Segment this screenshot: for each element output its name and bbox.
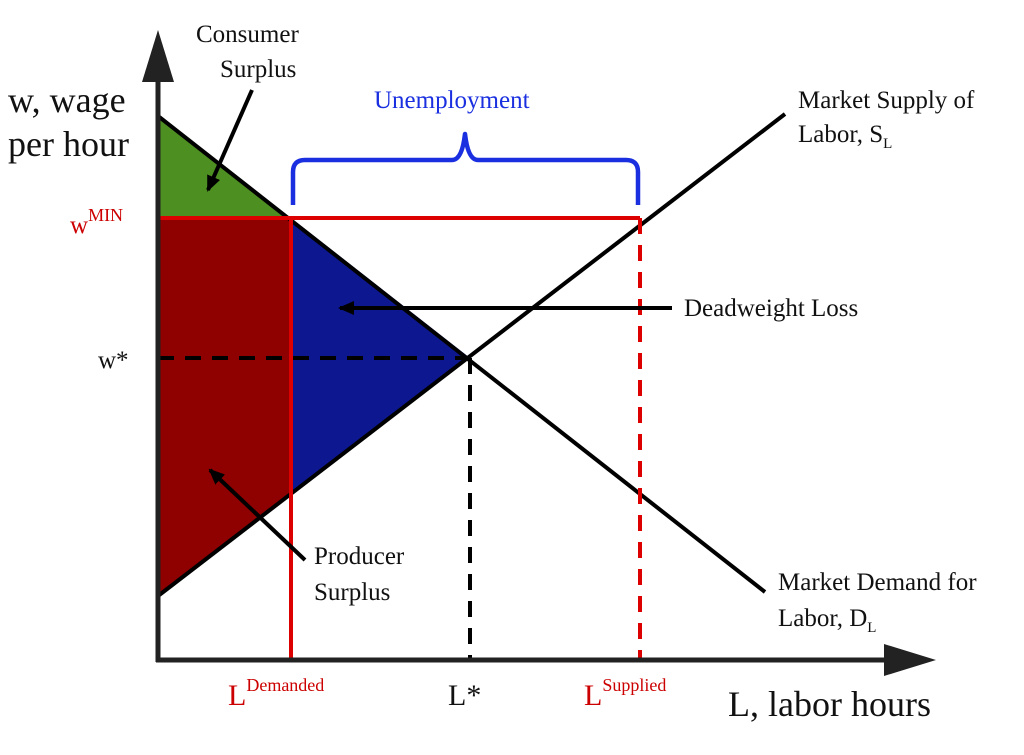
y-axis-label-line1: w, wage	[8, 80, 126, 120]
supply-curve-label-line2: Labor, SL	[798, 121, 892, 152]
ldemanded-base: L	[228, 679, 246, 712]
producer-surplus-label-line1: Producer	[314, 543, 405, 570]
lsupplied-label: LSupplied	[584, 675, 666, 712]
ldemanded-sup: Demanded	[246, 675, 324, 695]
deadweight-loss-area	[291, 218, 470, 492]
producer-surplus-arrow	[208, 468, 307, 562]
wstar-label: w*	[98, 347, 129, 374]
supply-curve	[156, 112, 787, 598]
supply-curve-label-sub: L	[883, 136, 892, 152]
supply-curve-label-line1: Market Supply of	[798, 87, 975, 114]
wmin-sup: MIN	[88, 205, 123, 225]
consumer-surplus-label-line1: Consumer	[196, 21, 299, 48]
lsupplied-sup: Supplied	[602, 675, 666, 695]
wmin-label: wMIN	[70, 205, 123, 239]
demand-curve-label-sub: L	[867, 620, 876, 636]
demand-curve-label-line2: Labor, DL	[778, 605, 876, 636]
deadweight-loss-label: Deadweight Loss	[684, 295, 858, 322]
consumer-surplus-arrow	[206, 89, 254, 192]
unemployment-brace	[290, 131, 641, 205]
demand-curve	[156, 114, 767, 594]
producer-surplus-label-line2: Surplus	[314, 579, 390, 606]
producer-surplus-area	[158, 218, 291, 596]
supply-curve-label-base: Labor, S	[798, 121, 883, 148]
demand-curve-label-line1: Market Demand for	[778, 569, 977, 596]
consumer-surplus-label-line2: Surplus	[220, 56, 296, 83]
demand-curve-label-base: Labor, D	[778, 605, 867, 632]
x-axis-arrowhead	[884, 644, 936, 676]
unemployment-label: Unemployment	[374, 87, 530, 114]
y-axis-label-line2: per hour	[8, 124, 129, 164]
lstar-label: L*	[448, 679, 481, 712]
wmin-base: w	[70, 212, 88, 239]
ldemanded-label: LDemanded	[228, 675, 324, 712]
x-axis-label: L, labor hours	[728, 684, 931, 724]
y-axis-arrowhead	[142, 30, 174, 82]
lsupplied-base: L	[584, 679, 602, 712]
